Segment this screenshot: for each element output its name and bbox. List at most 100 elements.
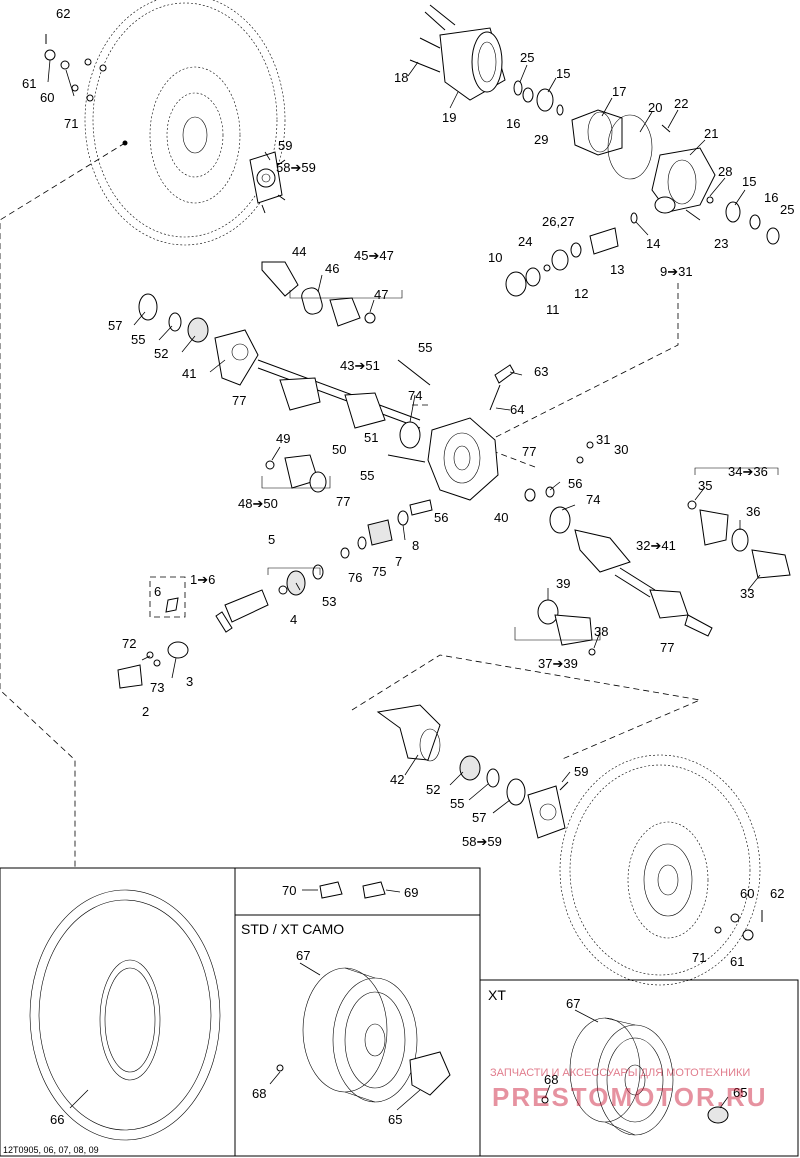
callout-55c: 55 bbox=[360, 468, 374, 483]
callout-58-59: 58➔59 bbox=[276, 160, 316, 175]
callout-16b: 16 bbox=[764, 190, 778, 205]
callout-21: 21 bbox=[704, 126, 718, 141]
bottom-section-frames bbox=[0, 867, 799, 1157]
rear-diff-internals bbox=[513, 80, 671, 180]
rear-diff-housing bbox=[409, 4, 506, 101]
callout-68b: 68 bbox=[544, 1072, 558, 1087]
front-drive-shaft bbox=[524, 441, 713, 637]
callout-2: 2 bbox=[142, 704, 149, 719]
callout-56b: 56 bbox=[434, 510, 448, 525]
rear-diff-cover bbox=[651, 147, 780, 245]
callout-71b: 71 bbox=[692, 950, 706, 965]
callout-15b: 15 bbox=[742, 174, 756, 189]
callout-72: 72 bbox=[122, 636, 136, 651]
callout-42: 42 bbox=[390, 772, 404, 787]
xt-rim bbox=[541, 1017, 729, 1136]
callout-77b: 77 bbox=[522, 444, 536, 459]
callout-11: 11 bbox=[546, 302, 560, 317]
callout-47: 47 bbox=[374, 287, 388, 302]
callout-55: 55 bbox=[131, 332, 145, 347]
callout-1-6: 1➔6 bbox=[190, 572, 215, 587]
callout-68: 68 bbox=[252, 1086, 266, 1101]
callout-75: 75 bbox=[372, 564, 386, 579]
rear-drive-shaft bbox=[257, 359, 431, 449]
callout-16: 16 bbox=[506, 116, 520, 131]
callout-62: 62 bbox=[56, 6, 70, 21]
callout-63: 63 bbox=[534, 364, 548, 379]
tire bbox=[29, 889, 221, 1141]
callout-59: 59 bbox=[278, 138, 292, 153]
rear-left-wheel bbox=[84, 0, 286, 246]
callout-33: 33 bbox=[740, 586, 754, 601]
callout-4: 4 bbox=[290, 612, 297, 627]
callout-77c: 77 bbox=[336, 494, 350, 509]
callout-53: 53 bbox=[322, 594, 336, 609]
section-title-xt: XT bbox=[488, 987, 506, 1003]
callout-45-47: 45➔47 bbox=[354, 248, 394, 263]
callout-61: 61 bbox=[22, 76, 36, 91]
callout-50: 50 bbox=[332, 442, 346, 457]
callout-35: 35 bbox=[698, 478, 712, 493]
pinion-parts bbox=[505, 212, 638, 297]
callout-62b: 62 bbox=[770, 886, 784, 901]
callout-14: 14 bbox=[646, 236, 660, 251]
front-knuckle bbox=[376, 704, 569, 839]
callout-3: 3 bbox=[186, 674, 193, 689]
callout-31: 31 bbox=[596, 432, 610, 447]
callout-23: 23 bbox=[714, 236, 728, 251]
rear-axle-upper bbox=[261, 261, 403, 327]
callout-44: 44 bbox=[292, 244, 306, 259]
callout-37-39: 37➔39 bbox=[538, 656, 578, 671]
callout-15: 15 bbox=[556, 66, 570, 81]
callout-77: 77 bbox=[232, 393, 246, 408]
callout-55d: 55 bbox=[450, 796, 464, 811]
leader-lines bbox=[47, 59, 761, 1111]
callout-18: 18 bbox=[394, 70, 408, 85]
callout-9-31: 9➔31 bbox=[660, 264, 693, 279]
callout-60b: 60 bbox=[740, 886, 754, 901]
callout-74: 74 bbox=[408, 388, 422, 403]
callout-76: 76 bbox=[348, 570, 362, 585]
callout-6: 6 bbox=[154, 584, 161, 599]
callout-57: 57 bbox=[108, 318, 122, 333]
callout-28: 28 bbox=[718, 164, 732, 179]
std-rim bbox=[276, 967, 451, 1103]
callout-13: 13 bbox=[610, 262, 624, 277]
callout-52b: 52 bbox=[426, 782, 440, 797]
callout-65b: 65 bbox=[733, 1085, 747, 1100]
callout-17: 17 bbox=[612, 84, 626, 99]
callout-48-50: 48➔50 bbox=[238, 496, 278, 511]
callout-71: 71 bbox=[64, 116, 78, 131]
wheel-nut-set-bottom bbox=[714, 910, 763, 941]
callout-73: 73 bbox=[150, 680, 164, 695]
callout-64: 64 bbox=[510, 402, 524, 417]
callout-36: 36 bbox=[746, 504, 760, 519]
front-diff bbox=[387, 364, 515, 501]
callout-65: 65 bbox=[388, 1112, 402, 1127]
callout-32-41: 32➔41 bbox=[636, 538, 676, 553]
boot-kit-lower-right bbox=[514, 599, 601, 656]
callout-51: 51 bbox=[364, 430, 378, 445]
callout-25b: 25 bbox=[780, 202, 794, 217]
callout-57b: 57 bbox=[472, 810, 486, 825]
callout-60: 60 bbox=[40, 90, 54, 105]
valve-stems bbox=[319, 881, 386, 899]
callout-34-36: 34➔36 bbox=[728, 464, 768, 479]
callout-66: 66 bbox=[50, 1112, 64, 1127]
callout-56: 56 bbox=[568, 476, 582, 491]
callout-29: 29 bbox=[534, 132, 548, 147]
callout-77d: 77 bbox=[660, 640, 674, 655]
callout-12: 12 bbox=[574, 286, 588, 301]
callout-55b: 55 bbox=[418, 340, 432, 355]
callout-38: 38 bbox=[594, 624, 608, 639]
boot-kit-lower-left bbox=[261, 454, 331, 493]
callout-8: 8 bbox=[412, 538, 419, 553]
front-right-wheel bbox=[559, 754, 761, 986]
callout-58-59b: 58➔59 bbox=[462, 834, 502, 849]
assembly-outlines bbox=[0, 142, 702, 870]
callout-22: 22 bbox=[674, 96, 688, 111]
callout-49: 49 bbox=[276, 431, 290, 446]
callout-labels: 62 61 60 71 59 58➔59 18 19 25 15 17 20 2… bbox=[22, 6, 794, 1127]
watermark-logo: PRESTOMOTOR.RU bbox=[492, 1082, 768, 1112]
